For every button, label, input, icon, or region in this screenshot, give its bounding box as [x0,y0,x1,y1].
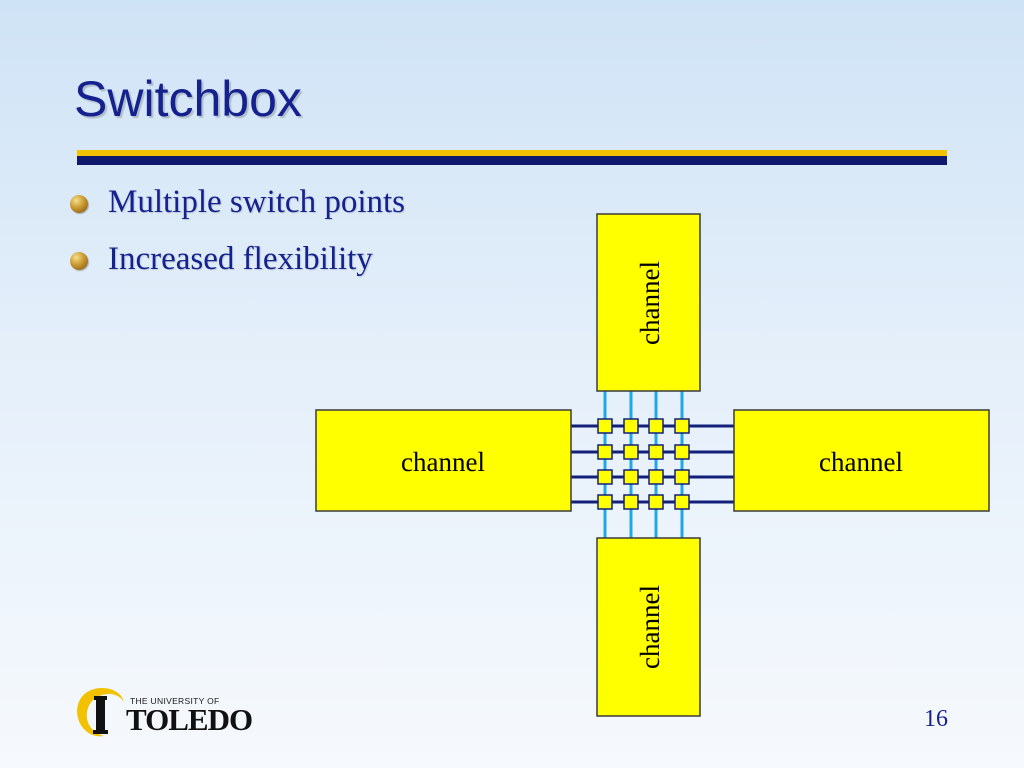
slide-title: Switchbox [74,71,302,127]
switch-points [597,418,690,510]
logo-mark-icon [77,688,124,737]
vertical-wires [603,391,684,538]
title-rule-gold [77,150,947,156]
switch-point [648,444,664,460]
horizontal-wires [571,424,734,504]
logo-text-big: TOLEDO [126,702,253,737]
bullet-icon [70,252,88,270]
channel-label-right: channel [819,447,903,477]
channel-label-bottom: channel [635,585,665,669]
channel-top [596,213,701,392]
switch-point [674,469,690,485]
switch-point [597,494,613,510]
logo-text-small: THE UNIVERSITY OF [130,696,220,706]
switch-point [648,494,664,510]
switch-point [623,469,639,485]
switch-point [623,418,639,434]
bullet-icon [70,195,88,213]
page-number: 16 [924,706,948,732]
channel-label-top: channel [635,261,665,345]
switch-point [648,469,664,485]
switch-point [623,494,639,510]
switch-point [597,444,613,460]
channel-bottom [596,537,701,717]
switch-point [674,418,690,434]
channel-label-left: channel [401,447,485,477]
title-rule-navy [77,156,947,165]
university-logo: THE UNIVERSITY OF TOLEDO [72,684,253,740]
switch-point [623,444,639,460]
switch-point [674,444,690,460]
switch-point [597,418,613,434]
bullet-text: Multiple switch points [108,184,405,220]
switch-point [597,469,613,485]
switch-point [674,494,690,510]
channel-right [733,409,990,512]
channel-left [315,409,572,512]
switch-point [648,418,664,434]
bullet-text: Increased flexibility [108,241,373,277]
